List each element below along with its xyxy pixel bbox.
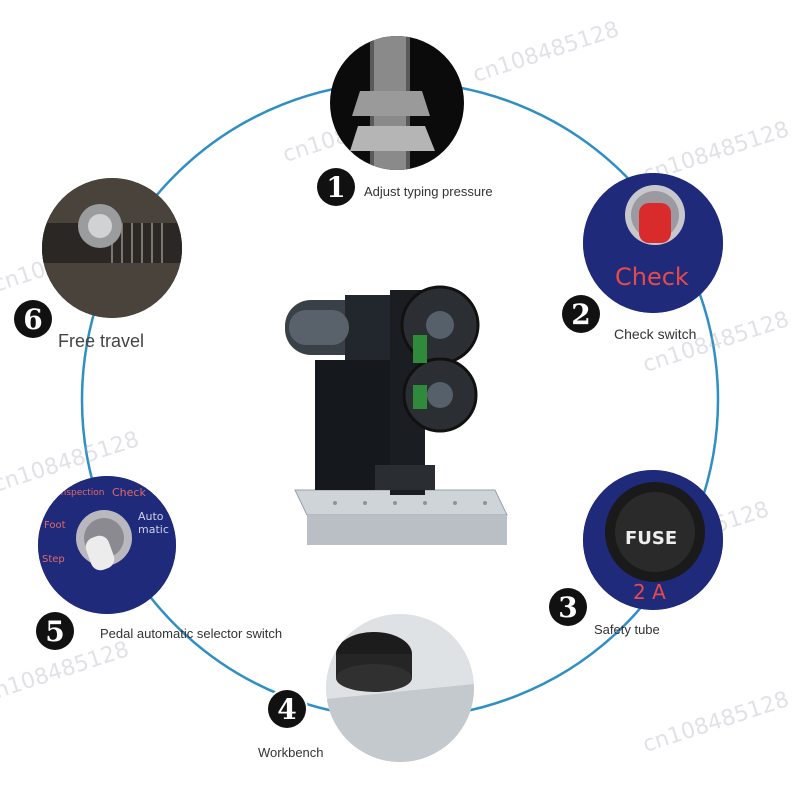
label-free-travel: Free travel bbox=[58, 331, 145, 351]
fuse-rating: 2 A bbox=[633, 580, 666, 604]
thumb-selector-switch: Inspection Check Auto matic Foot Step bbox=[38, 476, 176, 614]
label-adjust-typing-pressure: Adjust typing pressure bbox=[364, 184, 493, 199]
badge-1: 1 bbox=[317, 168, 355, 206]
thumb-check-switch: Check bbox=[583, 173, 723, 313]
selector-inspection-label: Inspection bbox=[58, 488, 105, 498]
label-workbench: Workbench bbox=[258, 745, 324, 760]
label-safety-tube: Safety tube bbox=[594, 622, 660, 637]
badge-3: 3 bbox=[549, 588, 587, 626]
badge-5: 5 bbox=[36, 612, 74, 650]
label-check-switch: Check switch bbox=[614, 326, 697, 342]
coding-machine-image bbox=[285, 285, 508, 545]
thumb-pressure-screw bbox=[330, 36, 464, 170]
label-pedal-automatic-selector-switch: Pedal automatic selector switch bbox=[100, 626, 283, 641]
badge-4: 4 bbox=[268, 690, 306, 728]
selector-foot-label: Foot bbox=[44, 520, 66, 531]
selector-auto-label: Auto matic bbox=[138, 510, 169, 536]
thumb-free-travel bbox=[42, 178, 182, 318]
selector-step-label: Step bbox=[42, 554, 65, 565]
badge-2: 2 bbox=[562, 295, 600, 333]
thumb-safety-tube: FUSE 2 A bbox=[583, 470, 723, 610]
thumb-workbench bbox=[326, 614, 474, 762]
check-switch-label: Check bbox=[615, 263, 689, 291]
badge-6: 6 bbox=[14, 300, 52, 338]
fuse-label: FUSE bbox=[625, 528, 678, 549]
selector-check-label: Check bbox=[112, 486, 146, 499]
